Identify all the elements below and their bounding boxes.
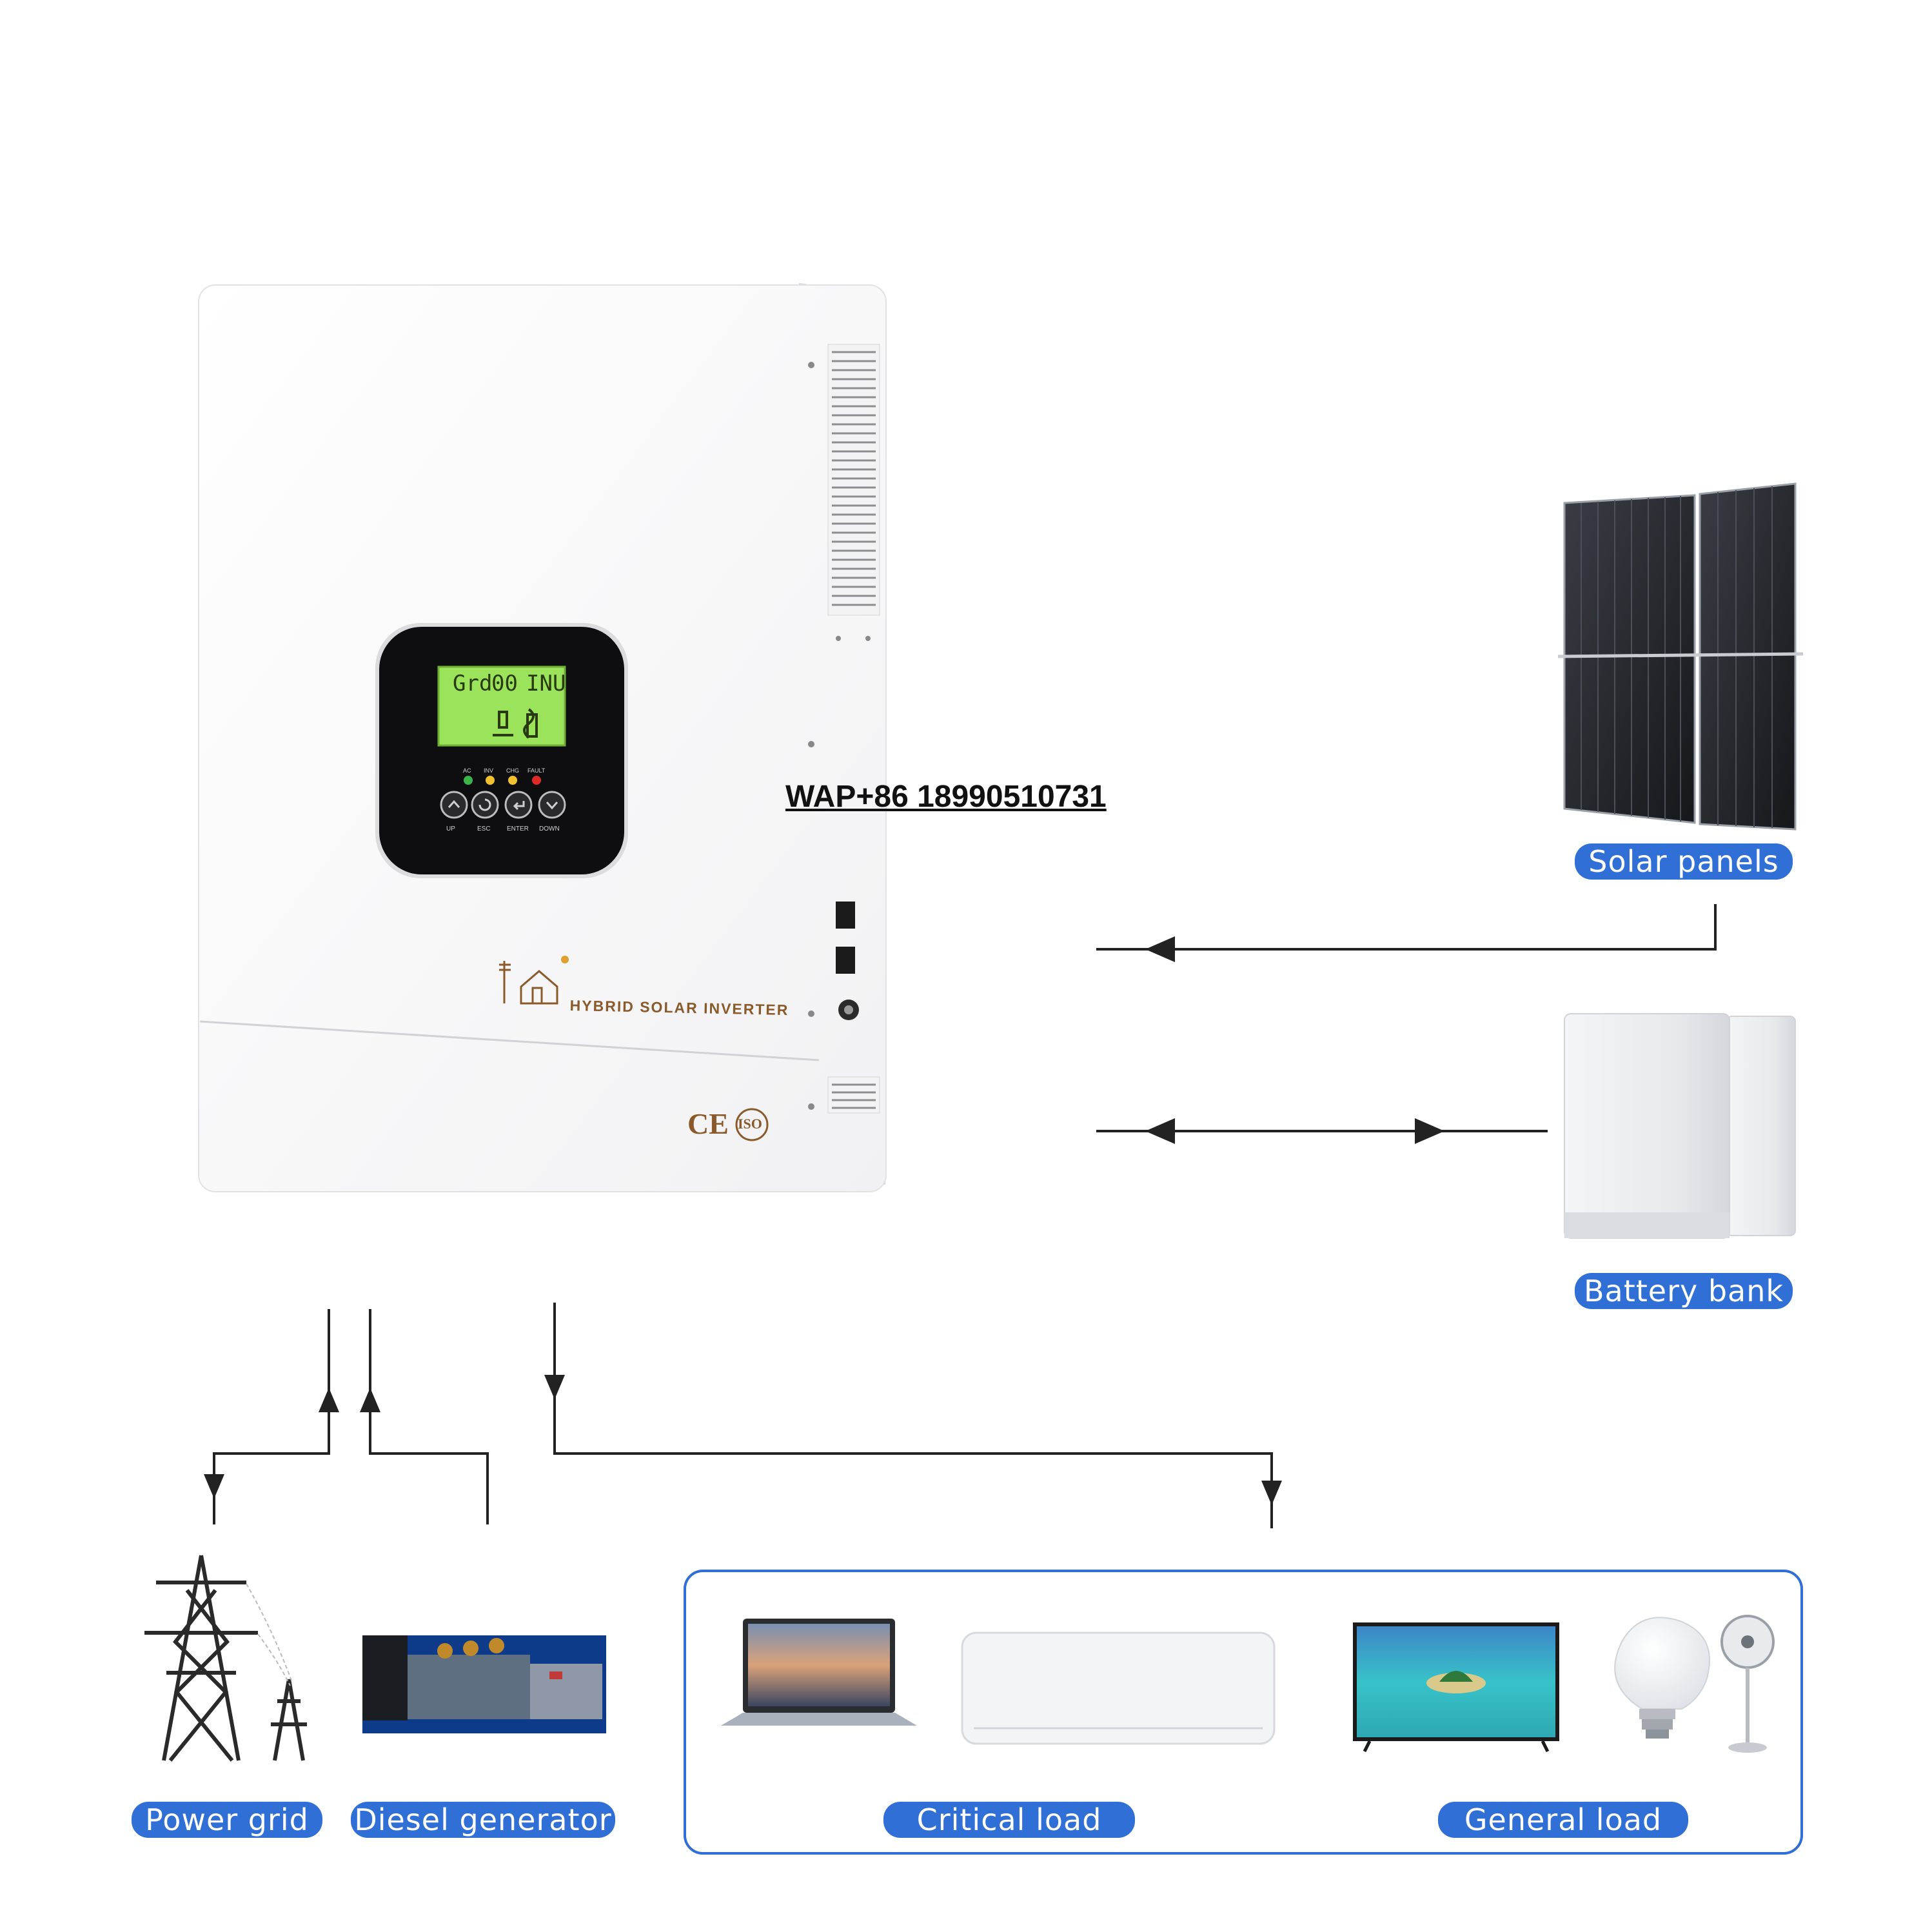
solar-panel-icon	[1557, 482, 1804, 831]
button-label-up: UP	[446, 825, 455, 833]
laptop-icon	[721, 1619, 917, 1726]
critical-load-label: Critical load	[883, 1802, 1135, 1838]
led-ac	[464, 776, 473, 785]
side-vent-icon	[827, 344, 880, 1114]
enter-button[interactable]	[504, 791, 533, 819]
diesel-generator-label: Diesel generator	[351, 1802, 615, 1838]
light-bulb-icon	[1614, 1617, 1710, 1739]
diesel-generator-icon	[362, 1635, 606, 1733]
lcd-display	[437, 665, 566, 747]
iso-seal-icon	[735, 1108, 769, 1141]
button-label-esc: ESC	[477, 825, 491, 833]
iso-mark: ISO	[738, 1116, 762, 1132]
hybrid-inverter	[198, 282, 887, 1192]
side-ports	[808, 362, 871, 1110]
control-panel	[375, 623, 628, 878]
air-conditioner-icon	[961, 1631, 1276, 1745]
ce-mark: CE	[687, 1107, 729, 1140]
led-inv	[486, 776, 495, 785]
led-label-ac: AC	[463, 767, 471, 774]
lcd-segment-left: Grd	[453, 671, 493, 696]
esc-button[interactable]	[471, 791, 499, 819]
battery-bank-icon	[1564, 1013, 1796, 1239]
solar-panels-label: Solar panels	[1575, 843, 1793, 880]
led-label-inv: INV	[484, 767, 494, 774]
button-label-down: DOWN	[539, 825, 560, 833]
up-button[interactable]	[440, 791, 468, 819]
house-logo-icon	[499, 956, 569, 1005]
fan-icon	[1720, 1615, 1775, 1753]
led-fault	[532, 776, 541, 785]
lcd-segment-right: INU	[526, 671, 566, 696]
general-load-label: General load	[1438, 1802, 1688, 1838]
led-chg	[508, 776, 517, 785]
power-grid-label: Power grid	[132, 1802, 322, 1838]
contact-number: WAP+86 18990510731	[785, 780, 1107, 814]
button-label-enter: ENTER	[507, 825, 529, 833]
led-label-fault: FAULT	[527, 767, 546, 774]
television-icon	[1353, 1622, 1559, 1753]
lcd-segment-mid: 00	[491, 671, 518, 696]
flow-arrows	[204, 936, 1444, 1505]
down-button[interactable]	[538, 791, 566, 819]
battery-bank-label: Battery bank	[1575, 1273, 1793, 1309]
transmission-tower-icon	[144, 1555, 307, 1762]
led-label-chg: CHG	[506, 767, 519, 774]
loads-container	[684, 1570, 1803, 1855]
